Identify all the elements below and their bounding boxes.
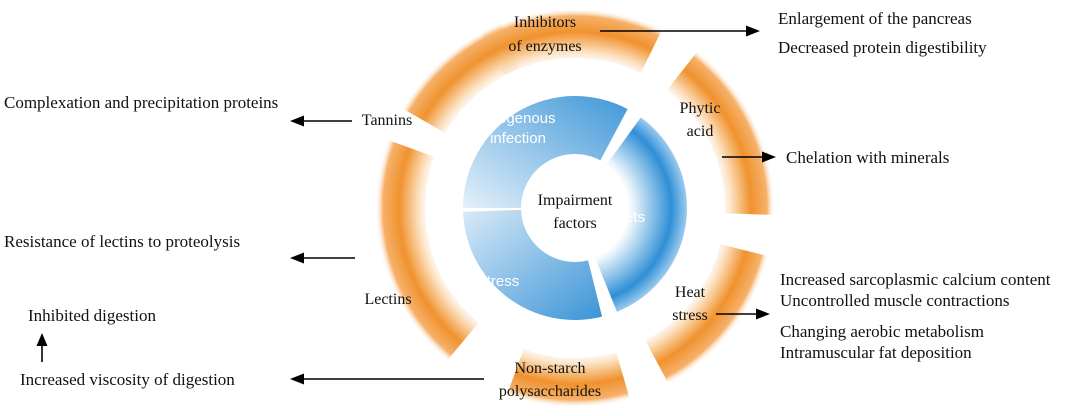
arrow-phytic-head bbox=[762, 151, 776, 163]
outer-label-nsp-2: polysaccharides bbox=[499, 383, 601, 400]
arrow-inhibited-digestion-head bbox=[36, 333, 48, 346]
effect-tannins: Complexation and precipitation proteins bbox=[4, 93, 278, 112]
effect-heat-3: Changing aerobic metabolism bbox=[780, 322, 984, 341]
effect-phytic: Chelation with minerals bbox=[786, 148, 949, 167]
effect-nsp-1: Inhibited digestion bbox=[28, 306, 156, 325]
outer-seg-phytic bbox=[667, 50, 775, 215]
outer-seg-tannins bbox=[401, 22, 519, 133]
arrow-nsp-head bbox=[290, 373, 304, 385]
center-label-line1: Impairment bbox=[538, 192, 613, 209]
effect-heat-4: Intramuscular fat deposition bbox=[780, 343, 972, 362]
inner-seg-diets bbox=[595, 117, 688, 312]
outer-label-phytic-2: acid bbox=[687, 123, 714, 140]
outer-ring bbox=[375, 7, 775, 408]
inner-ring bbox=[463, 96, 688, 321]
arrow-tannins-head bbox=[290, 115, 304, 127]
outer-label-lectins: Lectins bbox=[364, 291, 411, 308]
inner-seg-exogenous bbox=[463, 96, 628, 208]
arrow-inhibitors-head bbox=[746, 25, 760, 37]
outer-label-tannins: Tannins bbox=[362, 112, 412, 129]
outer-seg-lectins bbox=[375, 139, 479, 362]
effect-nsp-2: Increased viscosity of digestion bbox=[20, 370, 235, 389]
outer-seg-heat bbox=[645, 244, 770, 385]
inner-label-exogenous-1: Exogenous bbox=[480, 110, 555, 127]
outer-label-nsp-1: Non-starch bbox=[514, 360, 585, 377]
inner-label-exogenous-2: infection bbox=[490, 130, 546, 147]
effect-inhibitors-1: Enlargement of the pancreas bbox=[778, 9, 972, 28]
outer-label-inhibitors-1: Inhibitors bbox=[514, 14, 576, 31]
outer-seg-inhibitors bbox=[481, 7, 663, 76]
effect-lectins: Resistance of lectins to proteolysis bbox=[4, 232, 240, 251]
center-label-line2: factors bbox=[553, 215, 597, 232]
outer-seg-nsp bbox=[506, 348, 631, 408]
effect-heat-1: Increased sarcoplasmic calcium content bbox=[780, 270, 1051, 289]
arrow-heat-head bbox=[756, 308, 770, 320]
outer-label-heat-2: stress bbox=[672, 307, 708, 324]
outer-label-inhibitors-2: of enzymes bbox=[508, 38, 581, 55]
inner-label-diets: Diets bbox=[611, 209, 645, 226]
inner-label-stress: Stress bbox=[477, 273, 520, 290]
effect-heat-2: Uncontrolled muscle contractions bbox=[780, 291, 1009, 310]
arrow-lectins-head bbox=[290, 252, 304, 264]
outer-label-heat-1: Heat bbox=[675, 284, 706, 301]
effect-inhibitors-2: Decreased protein digestibility bbox=[778, 38, 987, 57]
outer-label-phytic-1: Phytic bbox=[680, 100, 721, 117]
arrows bbox=[36, 25, 776, 385]
inner-seg-stress bbox=[463, 209, 603, 321]
